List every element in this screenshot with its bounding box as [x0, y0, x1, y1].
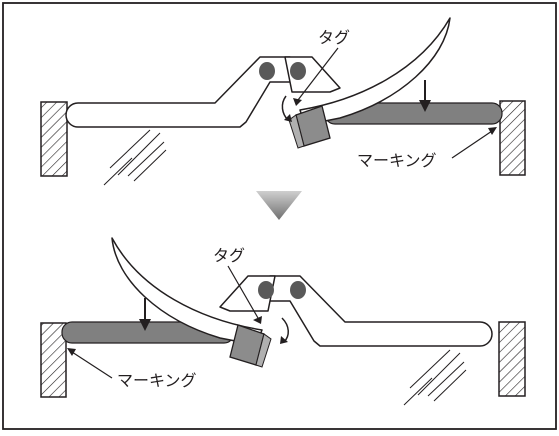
rotation-arrowhead	[280, 336, 288, 344]
tag-leader-arrowhead	[293, 98, 302, 106]
marking-leader	[451, 130, 493, 159]
marking-leader-arrowhead	[488, 127, 497, 135]
step-arrow-icon	[256, 191, 302, 220]
pivot-right	[290, 62, 306, 80]
tag-leader	[297, 47, 339, 101]
tag-face	[288, 114, 305, 149]
pivot-right	[290, 281, 306, 299]
marking-leader-arrowhead	[67, 348, 76, 356]
pressure-arrowhead	[419, 100, 431, 112]
tag-leader-arrowhead	[253, 316, 262, 324]
tag-face	[255, 333, 272, 368]
glass-reflection	[403, 349, 467, 406]
tag-label: タグ	[318, 28, 350, 47]
right-wall	[499, 100, 526, 176]
marking-leader	[71, 351, 113, 379]
pressure-arrowhead	[139, 319, 151, 331]
pivot-left	[259, 62, 275, 80]
right-wall	[498, 321, 526, 397]
left-wall	[40, 101, 68, 177]
marking-label: マーキング	[357, 151, 437, 170]
rotation-arrowhead	[284, 114, 292, 122]
glass-reflection	[103, 129, 167, 186]
top-panel: タグ マーキング	[40, 17, 526, 186]
bottom-panel: タグ マーキング	[40, 237, 526, 406]
tag-label: タグ	[213, 246, 245, 265]
marking-label: マーキング	[117, 371, 197, 390]
tag-leader	[227, 265, 259, 319]
pivot-left	[258, 281, 274, 299]
